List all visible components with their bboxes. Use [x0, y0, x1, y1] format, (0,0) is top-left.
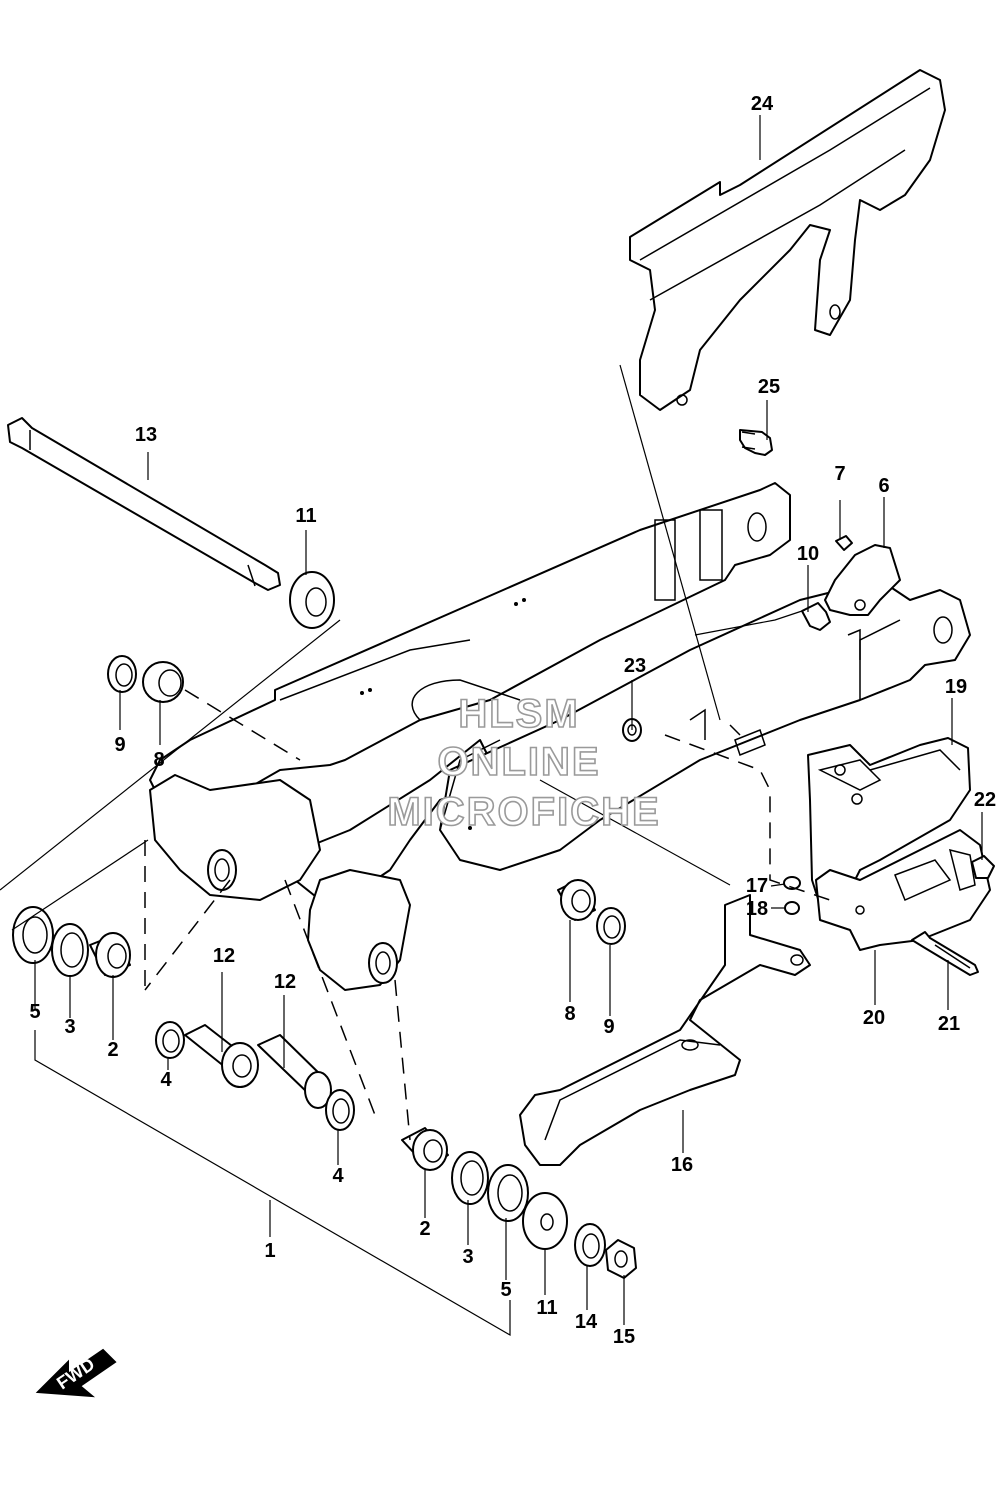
bushing-4-right-part[interactable] [325, 1089, 355, 1131]
pivot-shaft-part[interactable] [7, 417, 281, 591]
nut-15-part[interactable] [605, 1239, 637, 1279]
callout-10: 10 [797, 543, 819, 565]
spacer-3-left-part[interactable] [51, 923, 89, 977]
callout-9-left: 9 [114, 734, 125, 756]
bearing-2-right-part[interactable] [401, 1127, 449, 1171]
callout-21: 21 [938, 1013, 960, 1035]
callout-11-bottom: 11 [536, 1297, 557, 1319]
callout-9-right: 9 [603, 1016, 614, 1038]
sleeve-12-left-part[interactable] [184, 1024, 259, 1088]
callout-6: 6 [878, 475, 889, 497]
bearing-8-left-part[interactable] [142, 661, 184, 703]
watermark-line-3: MICROFICHE [387, 790, 660, 834]
watermark: HLSM ONLINE MICROFICHE [387, 691, 660, 835]
callout-12-right: 12 [274, 971, 296, 993]
bolt-10-part[interactable] [801, 602, 831, 631]
sleeve-12-right-part[interactable] [257, 1034, 332, 1109]
callout-16: 16 [671, 1154, 693, 1176]
oil-seal-5-left-part[interactable] [12, 906, 54, 964]
oil-seal-5-right-part[interactable] [487, 1164, 529, 1222]
callout-2-right: 2 [419, 1218, 430, 1240]
callout-5-left: 5 [29, 1001, 40, 1023]
callout-8-right: 8 [564, 1003, 575, 1025]
fwd-arrow-icon: FWD [35, 1348, 117, 1398]
chain-guide-part[interactable] [807, 737, 971, 906]
callout-15: 15 [613, 1326, 635, 1348]
bracket-6-part[interactable] [824, 544, 901, 616]
washer-14-part[interactable] [574, 1223, 606, 1267]
callout-11-top: 11 [295, 505, 316, 527]
callout-labels: 24 25 7 6 10 23 19 22 17 18 20 21 13 11 … [29, 93, 996, 1348]
chain-buffer-part[interactable] [519, 894, 811, 1166]
bearing-2-left-part[interactable] [89, 932, 131, 978]
washer-11-top-part[interactable] [289, 571, 335, 629]
watermark-line-1: HLSM [458, 692, 579, 736]
callout-4-left: 4 [160, 1069, 172, 1091]
callout-1: 1 [264, 1240, 275, 1262]
bolt-21-part[interactable] [911, 931, 979, 976]
callout-3-right: 3 [462, 1246, 473, 1268]
bearing-8-right-part[interactable] [557, 879, 596, 921]
callout-20: 20 [863, 1007, 885, 1029]
callout-25: 25 [758, 376, 780, 398]
watermark-line-2: ONLINE [437, 740, 600, 784]
chain-guide-plate-part[interactable] [815, 829, 991, 951]
leader-lines [0, 115, 983, 1337]
callout-12-left: 12 [213, 945, 235, 967]
callout-4-right: 4 [332, 1165, 344, 1187]
callout-3-left: 3 [64, 1016, 75, 1038]
chain-cover-part[interactable] [629, 69, 946, 411]
oil-seal-9-left-part[interactable] [107, 655, 137, 693]
callout-17: 17 [746, 875, 768, 897]
screw-7-part[interactable] [835, 535, 853, 551]
callout-24: 24 [751, 93, 774, 115]
spacer-3-right-part[interactable] [451, 1151, 489, 1205]
callout-5-right: 5 [500, 1279, 511, 1301]
callout-7: 7 [834, 463, 845, 485]
callout-13: 13 [135, 424, 157, 446]
callout-22: 22 [974, 789, 996, 811]
callout-2-left: 2 [107, 1039, 118, 1061]
bolt-25-part[interactable] [739, 429, 773, 456]
callout-23: 23 [624, 655, 646, 677]
callout-8-left: 8 [153, 749, 164, 771]
callout-14: 14 [575, 1311, 598, 1333]
washer-11-bottom-part[interactable] [522, 1192, 568, 1250]
bolt-22-part[interactable] [971, 855, 995, 879]
oil-seal-9-right-part[interactable] [596, 907, 626, 945]
dashed-guides [144, 689, 831, 1141]
washer-18-part[interactable] [784, 901, 800, 915]
callout-18: 18 [746, 898, 768, 920]
bushing-4-left-part[interactable] [155, 1021, 185, 1059]
screw-17-part[interactable] [783, 876, 801, 890]
callout-19: 19 [945, 676, 967, 698]
